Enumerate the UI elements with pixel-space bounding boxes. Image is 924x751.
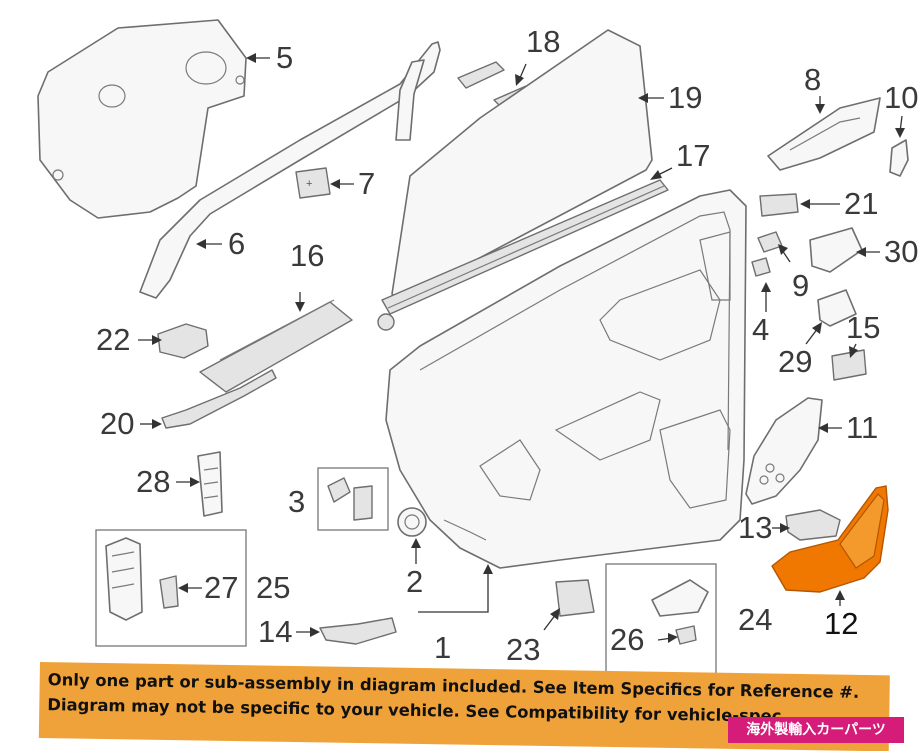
part-12-armrest-highlighted (771, 485, 889, 593)
part-4-screw (751, 257, 771, 277)
part-29-switch (817, 289, 857, 327)
callout-numbers: 5 6 7 18 19 17 16 22 20 28 3 2 1 27 25 1… (96, 24, 918, 667)
part-22-bracket (157, 323, 209, 359)
callout-21: 21 (844, 186, 878, 221)
disclaimer-line-2: Diagram may not be specific to your vehi… (47, 695, 782, 726)
part-10-cap (889, 139, 909, 177)
part-1-door-trim-panel (385, 189, 747, 569)
part-17-belt-molding (377, 179, 669, 331)
callout-13: 13 (738, 510, 772, 545)
callout-29: 29 (778, 344, 812, 379)
callout-5: 5 (276, 40, 293, 75)
part-13-handle-insert (785, 509, 841, 541)
part-30-switch (809, 227, 863, 273)
callout-7: 7 (358, 166, 375, 201)
callout-25: 25 (256, 570, 290, 605)
callout-19: 19 (668, 80, 702, 115)
svg-text:+: + (306, 178, 312, 190)
callout-8: 8 (804, 62, 821, 97)
callout-14: 14 (258, 614, 292, 649)
callout-6: 6 (228, 226, 245, 261)
callout-20: 20 (100, 406, 134, 441)
part-5-insulator (37, 19, 247, 219)
part-8-handle-bezel (767, 97, 881, 171)
part-11-speaker-grille (745, 397, 823, 505)
callout-28: 28 (136, 464, 170, 499)
leader-lines (138, 53, 905, 643)
seller-watermark: 海外製輸入カーパーツ (728, 717, 904, 743)
callout-26: 26 (610, 622, 644, 657)
callout-11: 11 (846, 410, 878, 445)
part-7-clip: + (295, 167, 331, 199)
callout-2: 2 (406, 564, 423, 599)
callout-24: 24 (738, 602, 772, 637)
callout-17: 17 (676, 138, 710, 173)
callout-30: 30 (884, 234, 918, 269)
callout-16: 16 (290, 238, 324, 273)
callout-22: 22 (96, 322, 130, 357)
callout-15: 15 (846, 310, 880, 345)
callout-4: 4 (752, 312, 769, 347)
part-6-frame-molding (139, 41, 441, 299)
callout-23: 23 (506, 632, 540, 667)
part-15-switch (831, 349, 867, 381)
part-24-box (605, 563, 717, 675)
part-21-bulb (759, 193, 799, 217)
part-3-box (317, 467, 389, 531)
callout-18: 18 (526, 24, 560, 59)
callout-10: 10 (884, 80, 918, 115)
part-14-trim (319, 617, 397, 645)
part-9-clip (757, 231, 783, 253)
part-2-fastener (397, 507, 427, 537)
part-16-weatherstrip (199, 299, 353, 393)
callout-3: 3 (288, 484, 305, 519)
part-23-lamp-housing (555, 579, 595, 617)
callout-12: 12 (824, 606, 858, 641)
callout-27: 27 (204, 570, 238, 605)
part-25-box (95, 529, 247, 647)
part-28-reflector (197, 451, 223, 517)
callout-9: 9 (792, 268, 809, 303)
part-20-strip (161, 369, 277, 429)
callout-1: 1 (434, 630, 451, 665)
